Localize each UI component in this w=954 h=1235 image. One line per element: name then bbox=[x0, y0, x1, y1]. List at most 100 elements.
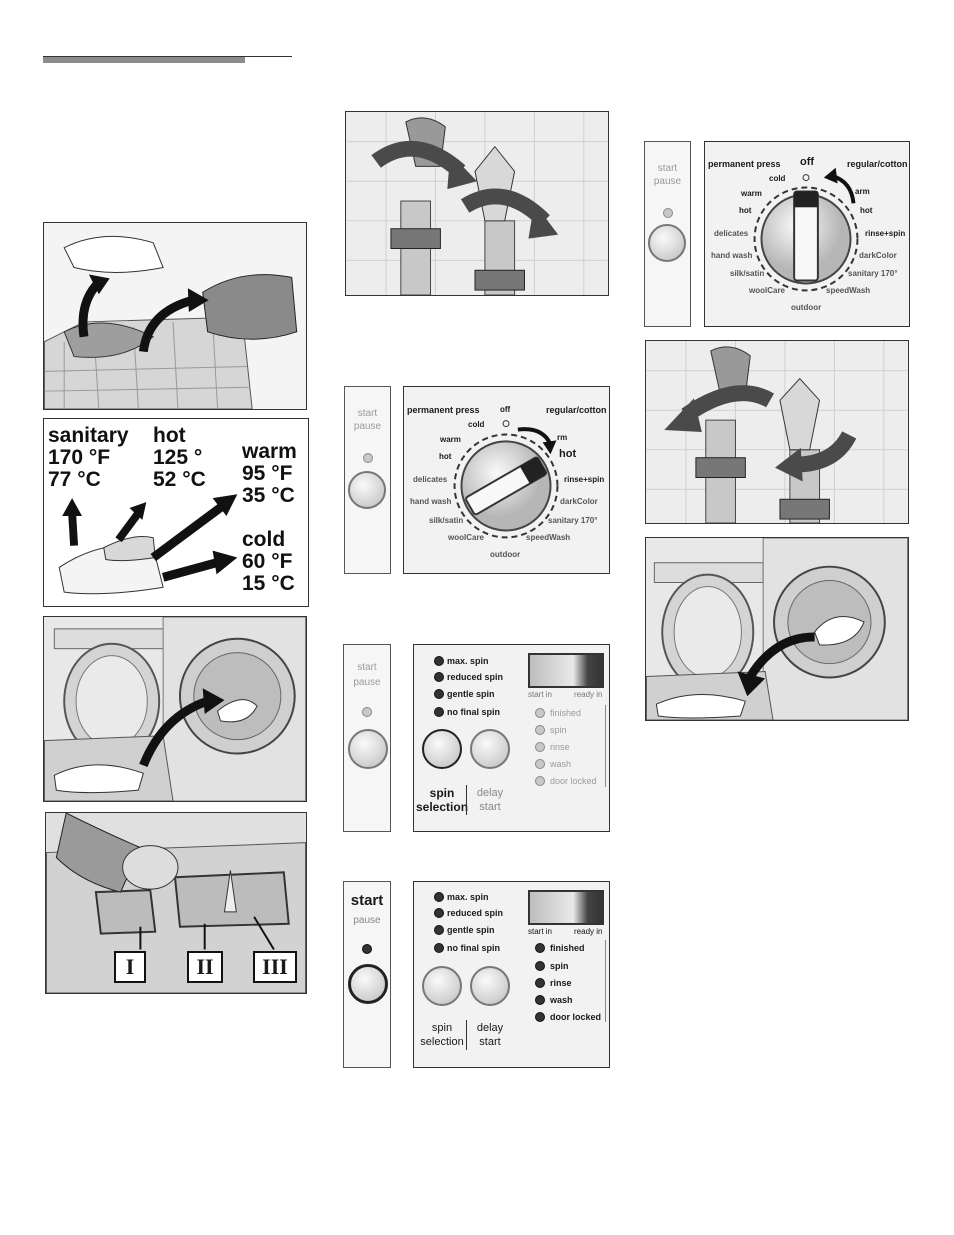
compartment-2-label: II bbox=[187, 951, 223, 983]
start-led-on bbox=[362, 944, 372, 954]
dial-rinse-spin: rinse+spin bbox=[564, 475, 605, 484]
dial-delicates: delicates bbox=[714, 229, 749, 238]
start-label-active: start bbox=[350, 892, 384, 909]
dial-warm-right: arm bbox=[855, 187, 870, 196]
led-no-final-spin bbox=[434, 707, 444, 717]
time-display bbox=[528, 653, 604, 688]
start-led bbox=[362, 707, 372, 717]
led-finished bbox=[535, 708, 545, 718]
led-max-spin bbox=[434, 892, 444, 902]
status-divider bbox=[605, 705, 606, 787]
delay-start-button[interactable] bbox=[470, 729, 510, 769]
spin-selection-button[interactable] bbox=[422, 966, 462, 1006]
dial-sanitary: sanitary 170° bbox=[848, 269, 898, 278]
ready-in-label: ready in bbox=[574, 690, 603, 699]
start-pause-panel-started: start pause bbox=[343, 881, 391, 1068]
led-spin bbox=[535, 961, 545, 971]
temp-sanitary-c: 77 °C bbox=[48, 468, 101, 491]
led-spin bbox=[535, 725, 545, 735]
spin-selection-label-2: selection bbox=[416, 800, 469, 814]
compartment-3-label: III bbox=[253, 951, 297, 983]
dial-dark-color: darkColor bbox=[859, 251, 897, 260]
dial-hot-left: hot bbox=[439, 452, 452, 461]
program-dial-panel-hot: permanent press off regular/cotton cold … bbox=[403, 386, 610, 574]
open-faucets-illustration bbox=[345, 111, 609, 296]
start-pause-panel-spin: start pause bbox=[343, 644, 391, 832]
led-wash bbox=[535, 995, 545, 1005]
spin-selection-button[interactable] bbox=[422, 729, 462, 769]
led-gentle-spin bbox=[434, 689, 444, 699]
dial-knob-icon bbox=[453, 420, 559, 539]
led-reduced-spin bbox=[434, 672, 444, 682]
dial-delicates: delicates bbox=[413, 475, 448, 484]
spin-option-max: max. spin bbox=[447, 892, 489, 902]
dial-warm-right: rm bbox=[557, 433, 568, 442]
spin-option-reduced: reduced spin bbox=[447, 908, 504, 918]
status-rinse: rinse bbox=[550, 742, 570, 752]
dial-outdoor: outdoor bbox=[490, 550, 521, 559]
spin-panel-running: max. spin reduced spin gentle spin no fi… bbox=[413, 881, 610, 1068]
dial-warm: warm bbox=[440, 435, 461, 444]
dial-wool-care: woolCare bbox=[448, 533, 485, 542]
temperature-guide: sanitary 170 °F 77 °C hot 125 ° 52 °C wa… bbox=[43, 418, 309, 607]
temp-warm-f: 95 °F bbox=[242, 462, 293, 485]
header-rule-bar bbox=[43, 57, 245, 63]
temp-cold-f: 60 °F bbox=[242, 550, 293, 573]
start-pause-button[interactable] bbox=[348, 729, 388, 769]
ready-in-label: ready in bbox=[574, 927, 603, 936]
start-pause-button-active[interactable] bbox=[348, 964, 388, 1004]
status-wash: wash bbox=[550, 995, 573, 1005]
start-pause-button[interactable] bbox=[648, 224, 686, 262]
led-door-locked bbox=[535, 776, 545, 786]
start-in-label: start in bbox=[528, 690, 553, 699]
pause-label: pause bbox=[353, 915, 381, 926]
spin-selection-label-1: spin bbox=[429, 786, 455, 800]
unload-washer-illustration bbox=[645, 537, 909, 721]
time-display bbox=[528, 890, 604, 925]
dial-off: off bbox=[500, 405, 511, 414]
dial-rinse-spin: rinse+spin bbox=[865, 229, 906, 238]
load-washer-illustration bbox=[43, 616, 307, 802]
dial-permanent-press: permanent press bbox=[407, 405, 480, 415]
temp-cold-name: cold bbox=[242, 528, 286, 551]
start-label: start bbox=[357, 662, 377, 673]
spin-selection-label-1: spin bbox=[431, 1022, 453, 1034]
start-label: start bbox=[657, 163, 678, 174]
start-pause-button[interactable] bbox=[348, 471, 386, 509]
delay-start-label-1: delay bbox=[476, 787, 504, 799]
dial-warm: warm bbox=[741, 189, 762, 198]
dial-cold: cold bbox=[769, 174, 786, 183]
led-rinse bbox=[535, 978, 545, 988]
pause-label: pause bbox=[353, 677, 381, 688]
status-divider bbox=[605, 940, 606, 1022]
dial-silk-satin: silk/satin bbox=[730, 269, 765, 278]
compartment-1-label: I bbox=[114, 951, 146, 983]
dispenser-drawer-icon bbox=[46, 813, 306, 993]
dial-speed-wash: speedWash bbox=[826, 286, 871, 295]
dial-permanent-press: permanent press bbox=[708, 159, 781, 169]
temperature-arrows-icon bbox=[58, 494, 238, 595]
faucet-close-icon bbox=[646, 341, 908, 523]
temp-sanitary-name: sanitary bbox=[48, 424, 129, 447]
temp-hot-name: hot bbox=[153, 424, 186, 447]
led-finished bbox=[535, 943, 545, 953]
spin-option-gentle: gentle spin bbox=[447, 689, 495, 699]
button-divider bbox=[466, 1020, 467, 1050]
dial-wool-care: woolCare bbox=[749, 286, 786, 295]
temp-warm-c: 35 °C bbox=[242, 484, 295, 507]
temp-hot-c: 52 °C bbox=[153, 468, 206, 491]
led-max-spin bbox=[434, 656, 444, 666]
dial-hand-wash: hand wash bbox=[711, 251, 753, 260]
status-rinse: rinse bbox=[550, 978, 572, 988]
button-divider bbox=[466, 785, 467, 815]
spin-option-no-final: no final spin bbox=[447, 943, 500, 953]
close-faucets-illustration bbox=[645, 340, 909, 524]
delay-start-button[interactable] bbox=[470, 966, 510, 1006]
delay-start-label-2: start bbox=[479, 801, 501, 813]
temp-hot-f: 125 ° bbox=[153, 446, 203, 469]
start-pause-panel-dial: start pause bbox=[344, 386, 391, 574]
program-dial-panel-off: permanent press off regular/cotton cold … bbox=[704, 141, 910, 327]
faucet-open-icon bbox=[346, 112, 608, 295]
led-door-locked bbox=[535, 1012, 545, 1022]
status-door-locked: door locked bbox=[550, 1012, 602, 1022]
